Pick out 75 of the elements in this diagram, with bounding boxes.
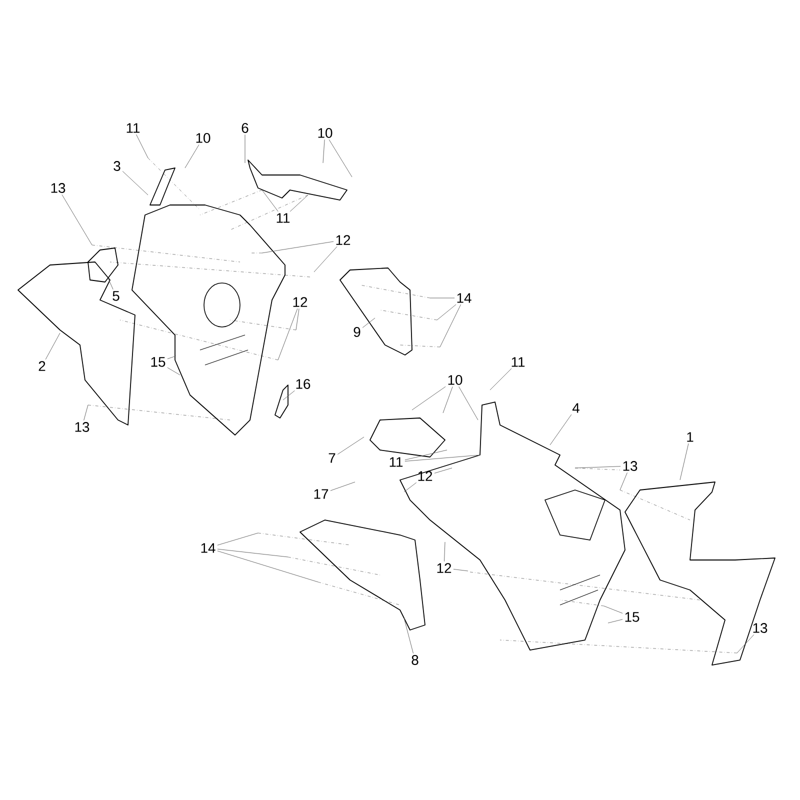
leader-line xyxy=(736,634,754,654)
leader-line xyxy=(217,532,258,546)
leader-line xyxy=(314,246,338,272)
leader-line xyxy=(404,482,417,492)
callout-number: 14 xyxy=(201,543,216,553)
callout-number: 12 xyxy=(336,235,350,245)
leader-line xyxy=(404,450,448,460)
leader-line xyxy=(108,278,114,290)
leader-line xyxy=(184,144,200,168)
leader-line xyxy=(290,194,308,212)
leader-line xyxy=(262,190,278,212)
callout-number: 13 xyxy=(51,183,66,193)
leader-line xyxy=(436,304,456,320)
callout-number: 11 xyxy=(276,213,290,223)
callout-number: 14 xyxy=(457,293,472,303)
leader-line xyxy=(362,318,376,328)
leader-line xyxy=(404,618,414,654)
callout-number: 13 xyxy=(753,623,768,633)
leader-line xyxy=(322,139,325,164)
leader-line xyxy=(440,304,462,348)
callout-number: 11 xyxy=(512,357,525,367)
leader-line xyxy=(680,443,689,480)
leader-line xyxy=(434,468,452,474)
callout-number: 8 xyxy=(412,655,418,665)
leader-line xyxy=(412,386,446,410)
leader-line xyxy=(404,454,480,462)
leader-line xyxy=(330,482,356,491)
leader-line xyxy=(608,619,623,624)
callout-number: 10 xyxy=(196,133,210,143)
leader-line xyxy=(167,367,180,376)
callout-number: 12 xyxy=(437,563,452,573)
callout-number: 17 xyxy=(314,489,328,499)
callout-number: 16 xyxy=(296,379,310,389)
leader-line xyxy=(296,308,300,330)
callout-number: 4 xyxy=(572,403,580,413)
callout-number: 9 xyxy=(354,327,360,337)
callout-number: 7 xyxy=(328,453,336,463)
leader-line xyxy=(574,466,621,468)
leader-line xyxy=(328,139,352,178)
callout-number: 15 xyxy=(151,357,166,367)
callout-number: 13 xyxy=(75,422,90,432)
callout-number: 12 xyxy=(418,471,432,481)
leader-line xyxy=(122,170,148,196)
leader-line xyxy=(217,548,288,558)
leader-line xyxy=(620,472,628,490)
callout-number: 13 xyxy=(623,461,638,471)
callout-number: 2 xyxy=(38,361,46,371)
callout-number: 11 xyxy=(390,457,403,467)
callout-number: 5 xyxy=(112,291,120,301)
leader-line xyxy=(604,606,623,614)
leader-line xyxy=(282,390,295,400)
leader-line xyxy=(262,241,334,254)
leader-line xyxy=(136,134,148,158)
callout-number: 10 xyxy=(448,375,462,385)
leader-line xyxy=(84,404,88,421)
leader-line xyxy=(453,568,468,572)
callout-number: 1 xyxy=(687,432,694,442)
callout-number: 6 xyxy=(242,123,248,133)
callout-number: 3 xyxy=(114,161,120,171)
callout-number: 15 xyxy=(625,612,640,622)
leader-line xyxy=(458,386,478,420)
leader-line xyxy=(278,308,298,360)
leader-line xyxy=(62,194,92,246)
leader-line xyxy=(550,414,572,446)
callout-number: 10 xyxy=(318,128,332,138)
callout-number: 12 xyxy=(293,297,308,307)
callout-number: 11 xyxy=(126,123,140,133)
leader-line xyxy=(244,134,246,164)
leader-line xyxy=(337,436,364,455)
leader-line xyxy=(45,332,60,360)
leader-line xyxy=(444,542,446,562)
leader-line xyxy=(442,386,453,414)
leader-line xyxy=(217,550,318,582)
leader-line xyxy=(167,356,176,360)
leader-line xyxy=(490,368,512,390)
